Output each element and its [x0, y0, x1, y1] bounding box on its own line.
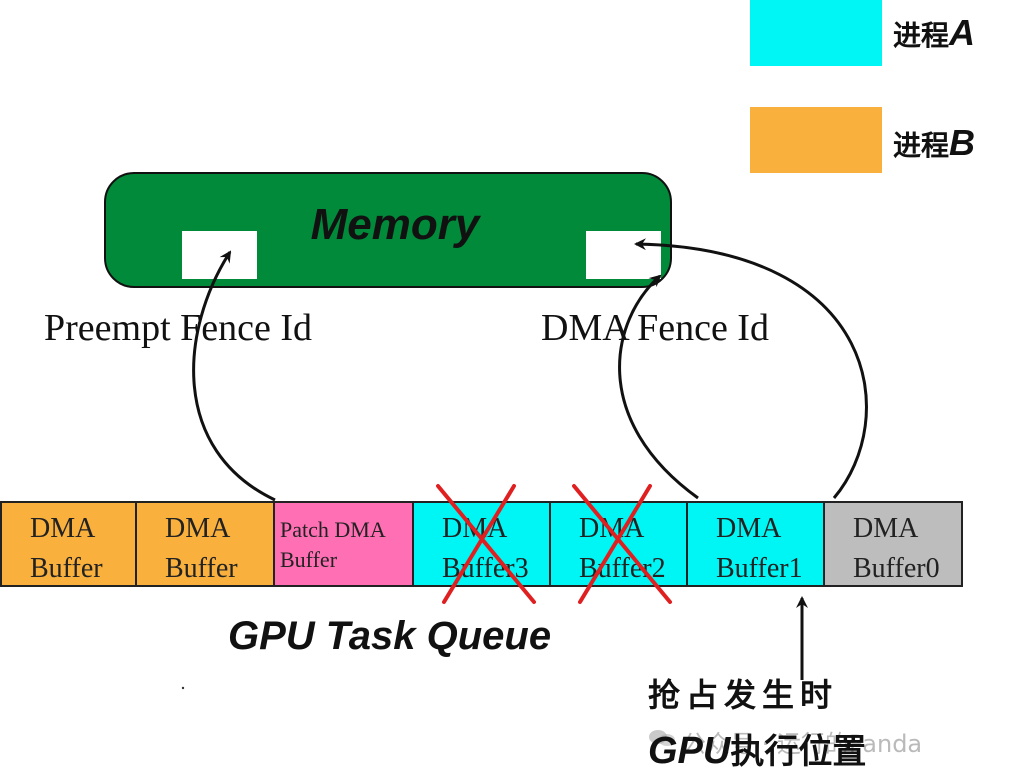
gpu-task-queue-title: GPU Task Queue — [228, 614, 552, 658]
queue-cell-line1: DMA — [853, 513, 919, 544]
queue-cell-line1: DMA — [30, 513, 96, 544]
queue-cell-dma-buffer0: DMA Buffer0 — [823, 501, 963, 587]
preempt-fence-arrow — [192, 250, 276, 502]
dma-fence-label: DMA Fence Id — [541, 307, 769, 349]
queue-cell-line2: Buffer1 — [716, 553, 803, 584]
legend-label-process-b: 进程B — [893, 122, 976, 163]
queue-cell-dma-buffer3: DMA Buffer3 — [412, 501, 551, 587]
queue-cell-line1: Patch DMA — [280, 517, 386, 542]
queue-cell-line2: Buffer — [165, 553, 238, 584]
cross-icon-buffer3 — [436, 484, 536, 604]
watermark-text: 公众号 · 运行的Panda — [682, 730, 923, 758]
queue-cell-dma-buffer1: DMA Buffer1 — [686, 501, 825, 587]
queue-cell-line1: DMA — [165, 513, 231, 544]
memory-title: Memory — [310, 200, 480, 249]
queue-cell-dma-buffer-b2: DMA Buffer — [135, 501, 275, 587]
queue-cell-line2: Buffer0 — [853, 553, 940, 584]
legend-swatch-process-a — [750, 0, 882, 66]
wechat-icon — [649, 730, 675, 746]
cross-icon-buffer2 — [572, 484, 672, 604]
dma-fence-arrow-buffer1 — [618, 274, 699, 500]
legend-label-process-a: 进程A — [893, 12, 976, 53]
dma-fence-arrow-buffer0 — [634, 238, 868, 499]
queue-cell-patch-dma-buffer: Patch DMA Buffer — [273, 501, 414, 587]
queue-cell-line2: Buffer — [30, 553, 103, 584]
preempt-fence-label: Preempt Fence Id — [44, 307, 313, 349]
preemption-note-line2: GPU执行位置 — [648, 730, 867, 772]
legend-swatch-process-b — [750, 107, 882, 173]
dma-fence-slot — [586, 231, 661, 279]
stray-dot — [181, 686, 185, 690]
preemption-note-line1: 抢占发生时 — [648, 676, 839, 714]
queue-cell-line1: DMA — [716, 513, 782, 544]
queue-cell-line2: Buffer — [280, 547, 338, 572]
